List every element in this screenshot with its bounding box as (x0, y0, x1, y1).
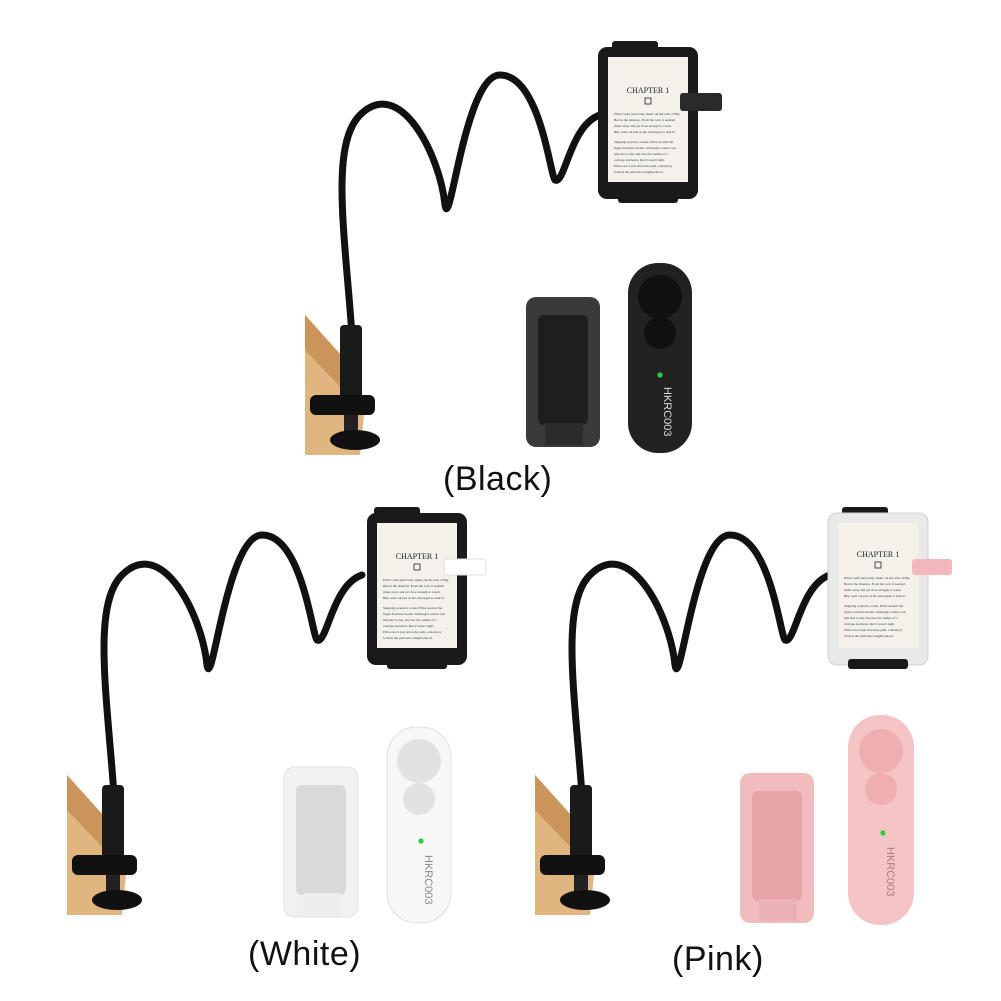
clamp-upper-jaw (540, 855, 605, 875)
clamp-upper-jaw (310, 395, 375, 415)
gooseneck-arm (338, 71, 604, 339)
svg-text:form in the particular neighbo: form in the particular neighborhood. (614, 170, 664, 174)
svg-text:miles away and yet close enoug: miles away and yet close enough to touch… (383, 590, 441, 594)
svg-text:Elliot could just barely make: Elliot could just barely make out the we… (844, 576, 910, 580)
svg-text:carriage and knew that it wasn: carriage and knew that it wasn't right. (383, 624, 434, 628)
svg-text:still new to her, she saw the: still new to her, she saw the outline of… (844, 616, 898, 621)
svg-text:carriage and knew that it wasn: carriage and knew that it wasn't right. (844, 622, 895, 626)
svg-text:Elliot saw it just down the pa: Elliot saw it just down the path, a shad… (844, 628, 903, 633)
clamp-foot (92, 890, 142, 910)
page-turner-remote: HKRC003 (386, 726, 452, 924)
svg-text:carriage and knew that it wasn: carriage and knew that it wasn't right. (614, 158, 665, 162)
product-scene-black: CHAPTER 1 Elliot could just barely make … (305, 41, 722, 455)
svg-text:Blip went out just as the sun: Blip went out just as the sun began to s… (614, 130, 676, 134)
svg-text:Skipping around a corner, Elli: Skipping around a corner, Elliot spotted… (844, 604, 904, 609)
ereader-chapter-title: CHAPTER 1 (396, 552, 438, 561)
desk-wood-edge (305, 315, 350, 395)
ereader-device: CHAPTER 1 Elliot could just barely make … (367, 507, 487, 669)
status-led (418, 838, 424, 844)
remote-clip (526, 297, 600, 447)
ereader-text-block: Elliot could just barely make out the we… (614, 112, 680, 174)
product-variant-black: CHAPTER 1 Elliot could just barely make … (300, 35, 740, 505)
svg-text:miles away and yet close enoug: miles away and yet close enough to touch… (844, 588, 902, 592)
svg-text:Ben in the distance. From the: Ben in the distance. From the roof, it s… (383, 584, 444, 589)
svg-text:still new to her, she saw the: still new to her, she saw the outline of… (383, 618, 437, 623)
desk-wood-edge (535, 775, 580, 855)
svg-text:Skipping around a corner, Elli: Skipping around a corner, Elliot spotted… (383, 606, 443, 611)
svg-text:still new to her, she saw the: still new to her, she saw the outline of… (614, 152, 668, 157)
svg-text:Ben in the distance. From the: Ben in the distance. From the roof, it s… (844, 582, 905, 587)
gooseneck-arm (100, 531, 366, 799)
caption-black: (Black) (443, 460, 553, 498)
clamp-foot (330, 430, 380, 450)
svg-text:figure from her dream. Althoug: figure from her dream. Although London w… (383, 612, 446, 616)
svg-text:Elliot saw it just down the pa: Elliot saw it just down the path, a shad… (614, 164, 673, 169)
svg-text:figure from her dream. Althoug: figure from her dream. Although London w… (844, 610, 907, 614)
svg-text:Elliot could just barely make: Elliot could just barely make out the we… (383, 578, 449, 582)
page-turner-remote: HKRC003 (628, 263, 692, 453)
ereader-chapter-title: CHAPTER 1 (627, 86, 669, 95)
ereader-chapter-title: CHAPTER 1 (857, 550, 899, 559)
svg-text:Elliot could just barely make: Elliot could just barely make out the we… (614, 112, 680, 116)
product-variant-pink: CHAPTER 1 Elliot could just barely make … (530, 505, 970, 985)
svg-text:Skipping around a corner, Elli: Skipping around a corner, Elliot spotted… (614, 140, 674, 145)
clamp-upper-jaw (72, 855, 137, 875)
svg-text:Ben in the distance. From the: Ben in the distance. From the roof, it s… (614, 118, 675, 123)
product-scene-pink: CHAPTER 1 Elliot could just barely make … (535, 507, 952, 925)
status-led (880, 830, 886, 836)
status-led (657, 372, 663, 378)
ereader-device: CHAPTER 1 Elliot could just barely make … (827, 507, 952, 669)
remote-model-label: HKRC003 (661, 387, 673, 437)
svg-text:miles away and yet close enoug: miles away and yet close enough to touch… (614, 124, 672, 128)
svg-text:Elliot saw it just down the pa: Elliot saw it just down the path, a shad… (383, 630, 442, 635)
clamp-post (102, 785, 124, 870)
svg-text:figure from her dream. Althoug: figure from her dream. Although London w… (614, 146, 677, 150)
ereader-device: CHAPTER 1 Elliot could just barely make … (598, 41, 722, 203)
svg-text:form in the particular neighbo: form in the particular neighborhood. (844, 634, 894, 638)
ereader-text-block: Elliot could just barely make out the we… (844, 576, 910, 638)
gooseneck-arm (568, 531, 834, 799)
caption-pink: (Pink) (672, 940, 764, 978)
remote-model-label: HKRC003 (422, 855, 434, 905)
svg-text:form in the particular neighbo: form in the particular neighborhood. (383, 636, 433, 640)
svg-text:Blip went out just as the sun: Blip went out just as the sun began to s… (844, 594, 906, 598)
product-variant-white: CHAPTER 1 Elliot could just barely make … (62, 505, 502, 985)
remote-clip (740, 773, 814, 923)
clamp-foot (560, 890, 610, 910)
product-scene-white: CHAPTER 1 Elliot could just barely make … (67, 507, 487, 924)
svg-text:Blip went out just as the sun: Blip went out just as the sun began to s… (383, 596, 445, 600)
clamp-post (570, 785, 592, 870)
remote-clip (283, 766, 359, 918)
ereader-text-block: Elliot could just barely make out the we… (383, 578, 449, 640)
clamp-post (340, 325, 362, 410)
page-turner-remote: HKRC003 (848, 715, 914, 925)
caption-white: (White) (248, 935, 362, 973)
remote-model-label: HKRC003 (884, 847, 896, 897)
desk-wood-edge (67, 775, 112, 855)
